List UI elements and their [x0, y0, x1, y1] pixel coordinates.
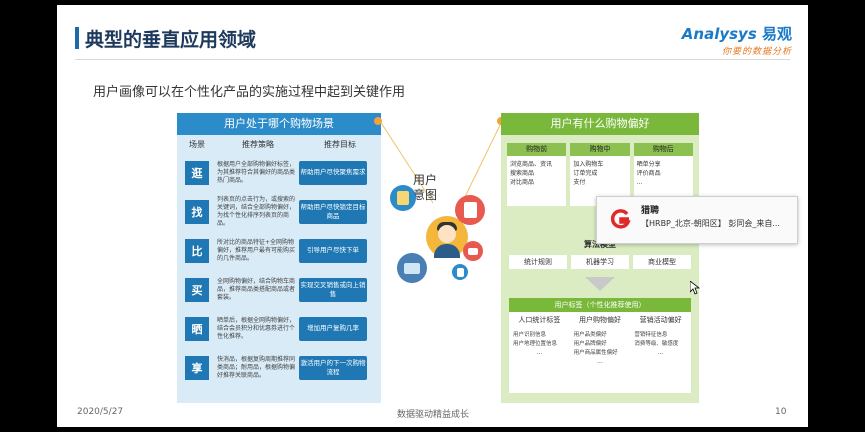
tag-item: 用户地理位置信息	[513, 341, 558, 347]
scene-row: 逛 根据用户全部购物偏好标签，为其推荐符合其偏好的商品类热门商品。 帮助用户尽快…	[177, 153, 381, 192]
scene-panel-columns: 场景 推荐策略 推荐目标	[177, 135, 381, 153]
stage-item: 对比商品	[510, 179, 535, 186]
column-strategy: 推荐策略	[242, 139, 274, 149]
scene-goal: 帮助用户尽快锁定目标商品	[299, 199, 367, 224]
down-arrow-icon	[585, 277, 615, 291]
stage-item: 搜索商品	[510, 170, 535, 177]
stage-title: 购物前	[507, 143, 567, 156]
stage-title: 购物后	[633, 143, 693, 156]
tag-item: 消费等级、敏感度	[634, 341, 679, 347]
notification-popup[interactable]: 猎聘 【HRBP_北京-朝阳区】 彭同会_来自...	[596, 196, 798, 244]
analysys-logo: Analysys 易观 你要的数据分析	[682, 23, 792, 57]
scene-row: 享 快消品，根据复购周期推荐同类商品；耐用品，根据购物偏好推荐关联商品。 激活用…	[177, 348, 381, 387]
scene-strategy: 晒单后，根据全网购物偏好，结合会员积分和优惠券进行个性化推荐。	[217, 316, 296, 340]
column-goal: 推荐目标	[324, 139, 356, 149]
tag-more: ...	[657, 349, 664, 356]
logo-brand-cn: 易观	[761, 25, 792, 43]
footer-date: 2020/5/27	[77, 407, 124, 417]
scene-strategy: 根据用户全部购物偏好标签，为其推荐符合其偏好的商品类热门商品。	[217, 160, 296, 184]
mouse-cursor-icon	[690, 281, 700, 295]
liepin-logo-icon	[611, 209, 631, 229]
logo-tagline: 你要的数据分析	[721, 47, 792, 57]
title-divider	[75, 59, 790, 60]
stage-item: 订单完成	[573, 170, 598, 177]
scene-goal: 激活用户的下一次购物流程	[299, 355, 367, 380]
scene-badge: 晒	[185, 316, 209, 341]
user-tags-header: 用户标签（个性化推荐使用）	[509, 298, 691, 312]
tag-column-title: 营销活动偏好	[639, 316, 682, 324]
shopping-scene-panel: 用户处于哪个购物场景 场景 推荐策略 推荐目标 逛 根据用户全部购物偏好标签，为…	[177, 113, 381, 403]
scene-row: 晒 晒单后，根据全网购物偏好，结合会员积分和优惠券进行个性化推荐。 增加用户复购…	[177, 309, 381, 348]
mobile-icon	[452, 264, 468, 280]
tag-column: 营销活动偏好 营销特征信息 消费等级、敏感度 ...	[630, 312, 691, 368]
algo-model: 机器学习	[571, 255, 629, 269]
document-icon	[390, 185, 416, 211]
notification-message: 【HRBP_北京-朝阳区】 彭同会_来自...	[641, 219, 780, 228]
scene-badge: 享	[185, 355, 209, 380]
scene-goal: 实现交叉销售或向上销售	[299, 277, 367, 302]
scene-strategy: 列表页的点击行为，或搜索的关键词，结合全部购物偏好，为找个性化排序列表页的商品。	[217, 195, 296, 227]
stage-title: 购物中	[570, 143, 630, 156]
tag-more: ...	[597, 358, 603, 365]
tag-item: 用户品类偏好	[573, 332, 607, 338]
connector-dot-left	[374, 117, 382, 125]
scene-badge: 逛	[185, 160, 209, 185]
shopping-preference-panel: 用户有什么购物偏好 购物前 浏览商品、资讯 搜索商品 对比商品 购物中 加入购物…	[501, 113, 699, 403]
logo-brand-prefix: A	[681, 25, 694, 43]
report-icon	[455, 195, 485, 225]
stage-before: 购物前 浏览商品、资讯 搜索商品 对比商品	[507, 143, 567, 206]
scene-badge: 找	[185, 199, 209, 224]
card-icon	[463, 241, 483, 261]
scene-goal: 增加用户复购几率	[299, 316, 367, 341]
stage-item: 浏览商品、资讯	[510, 161, 553, 168]
scene-panel-header: 用户处于哪个购物场景	[177, 113, 381, 135]
slide-title: 典型的垂直应用领域	[85, 29, 257, 51]
stage-item: 加入购物车	[573, 161, 604, 168]
user-tags-box: 用户标签（个性化推荐使用） 人口统计标签 用户识别信息 用户地理位置信息 ...…	[509, 298, 691, 393]
scene-goal: 帮助用户尽快聚焦需求	[299, 160, 367, 185]
scene-strategy: 全网购物偏好，结合购物车商品，推荐商品类搭配商品或者套装。	[217, 277, 296, 301]
monitor-icon	[397, 253, 427, 283]
stage-item: ...	[636, 179, 643, 186]
stage-item: 支付	[573, 179, 586, 186]
user-intent-line2: 意图	[413, 188, 438, 202]
user-intent-line1: 用户	[413, 173, 438, 187]
algo-models: 统计规则 机器学习 商业模型	[509, 255, 691, 269]
scene-badge: 买	[185, 277, 209, 302]
stage-item: 评价商品	[636, 170, 661, 177]
logo-brand: nalysys	[693, 25, 757, 43]
tag-item: 营销特征信息	[634, 332, 668, 338]
algo-model-title: 算法模型	[584, 240, 616, 249]
connector-lines	[379, 120, 503, 204]
page-number: 10	[775, 407, 787, 417]
tag-column: 人口统计标签 用户识别信息 用户地理位置信息 ...	[509, 312, 570, 368]
tag-item: 用户商品属性偏好	[573, 350, 618, 356]
column-scene: 场景	[189, 139, 205, 149]
scene-row: 买 全网购物偏好，结合购物车商品，推荐商品类搭配商品或者套装。 实现交叉销售或向…	[177, 270, 381, 309]
user-intent-label: 用户 意图	[413, 173, 437, 203]
slide-subtitle: 用户画像可以在个性化产品的实施过程中起到关键作用	[93, 85, 406, 100]
tag-item: 用户品牌偏好	[573, 341, 607, 347]
stage-items: 浏览商品、资讯 搜索商品 对比商品	[507, 156, 567, 206]
user-avatar-icon	[426, 216, 468, 258]
footer-slogan: 数据驱动精益成长	[397, 410, 470, 420]
scene-row: 比 所对比的商品特征+全网购物偏好，推荐用户最有可能购买的几件商品。 引导用户尽…	[177, 231, 381, 270]
title-accent-bar	[75, 27, 79, 49]
tag-more: ...	[536, 349, 543, 356]
tag-column-title: 人口统计标签	[518, 316, 561, 324]
scene-row: 找 列表页的点击行为，或搜索的关键词，结合全部购物偏好，为找个性化排序列表页的商…	[177, 192, 381, 231]
tag-item: 用户识别信息	[513, 332, 547, 338]
notification-app-name: 猎聘	[641, 206, 660, 216]
tag-column: 用户购物偏好 用户品类偏好 用户品牌偏好 用户商品属性偏好 ...	[570, 312, 631, 368]
stage-item: 晒单分享	[636, 161, 661, 168]
scene-strategy: 所对比的商品特征+全网购物偏好，推荐用户最有可能购买的几件商品。	[217, 238, 296, 262]
scene-goal: 引导用户尽快下单	[299, 238, 367, 263]
algo-model: 统计规则	[509, 255, 567, 269]
preference-panel-header: 用户有什么购物偏好	[501, 113, 699, 135]
algo-model: 商业模型	[633, 255, 691, 269]
scene-strategy: 快消品，根据复购周期推荐同类商品；耐用品，根据购物偏好推荐关联商品。	[217, 355, 296, 379]
tag-column-title: 用户购物偏好	[579, 316, 621, 324]
scene-badge: 比	[185, 238, 209, 263]
